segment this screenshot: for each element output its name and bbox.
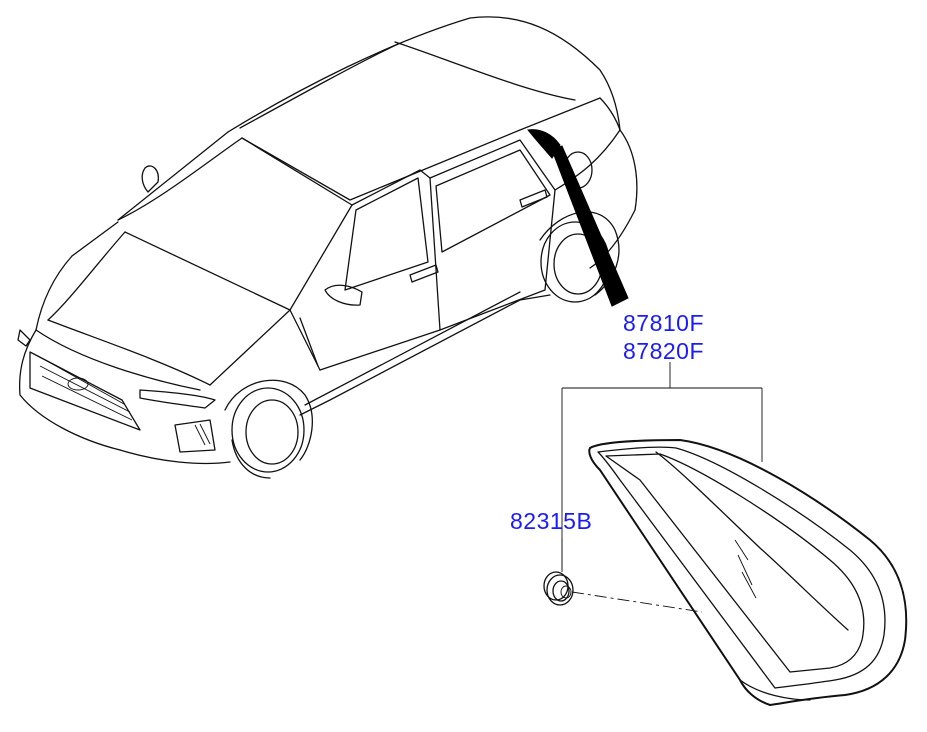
quarter-glass-part <box>588 438 908 707</box>
part-label-87810f[interactable]: 87810F <box>623 310 705 336</box>
vehicle-illustration <box>17 16 638 479</box>
part-label-82315b[interactable]: 82315B <box>510 508 593 534</box>
part-label-87820f[interactable]: 87820F <box>623 338 705 364</box>
callout-lines <box>561 362 763 613</box>
leader-wedge <box>551 145 629 307</box>
fastener-part <box>543 571 574 606</box>
